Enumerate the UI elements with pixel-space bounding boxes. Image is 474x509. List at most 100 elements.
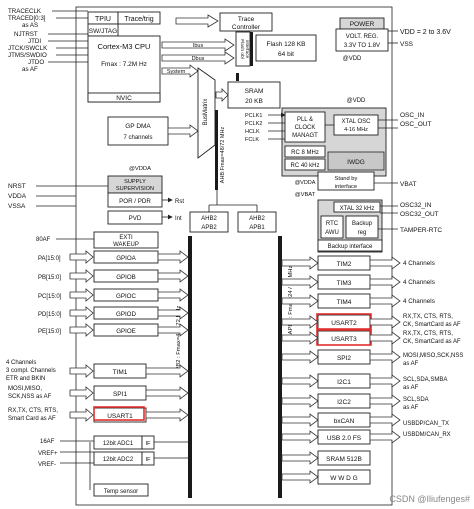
apb2-bus (188, 236, 192, 498)
traceclk-label: TRACECLK (8, 8, 42, 15)
pvd-block (107, 210, 163, 225)
ahb2apb1-l2: APB1 (249, 225, 265, 231)
cortex-block (87, 35, 161, 103)
sram512-label: SRAM 512B (326, 456, 362, 463)
bus-matrix-label: BusMatrix (203, 99, 209, 126)
gpiod-label: GPIOD (116, 311, 136, 318)
vref-minus-label: VREF- (38, 462, 56, 468)
usart3-label: USART3 (331, 336, 357, 343)
tim1-label: TIM1 (113, 369, 128, 376)
i2c1-sig-l1: SCL,SDA,SMBA (403, 377, 447, 383)
supply-l1: SUPPLY (124, 179, 146, 185)
apb1-bus (278, 236, 282, 498)
gpioe-label: GPIOE (116, 328, 136, 335)
rtc-awu-block (320, 215, 344, 239)
usb-label: USB 2.0 FS (327, 435, 362, 442)
ahb-bus-bar (215, 110, 218, 190)
pvd-label: PVD (129, 215, 142, 222)
pclk1-label: PCLK1 (245, 113, 262, 119)
adc2-label: 12bit ADC2 (103, 457, 134, 463)
tim4-channels: 4 Channels (403, 298, 435, 305)
cortex-label: Cortex-M3 CPU (98, 42, 151, 51)
tim3-label: TIM3 (337, 280, 352, 287)
pb-label: PB[15:0] (38, 275, 61, 281)
vdd-at-label: @VDD (347, 98, 366, 104)
gpio-pin-arrows (69, 250, 189, 337)
usart2-sig-l2: CK, SmartCard as AF (403, 322, 461, 328)
backup-if-label: Backup interface (328, 244, 373, 250)
volt-reg-l1: VOLT. REG. (346, 34, 379, 40)
iwdg-block (327, 151, 385, 171)
usart3-sig-l1: RX,TX, CTS, RTS, (403, 331, 453, 337)
i2c2-label: I2C2 (337, 399, 351, 406)
left-peripheral-arrows (69, 364, 189, 422)
jtck-label: JTCK/SWCLK (8, 45, 48, 52)
usart1-sig-l2: Smart Card as AF (8, 416, 56, 422)
ahb2apb2-l1: AHB2 (201, 216, 217, 222)
vbat-label: VBAT (400, 181, 417, 188)
gpioc-label: GPIOC (116, 293, 136, 300)
backup-reg-l1: Backup (352, 221, 373, 227)
rc8-label: RC 8 MHz (291, 150, 319, 156)
vdda-label-left: @VDDA (129, 166, 151, 172)
fclk-label: FCLK (245, 137, 259, 143)
backup-reg-block (345, 215, 379, 239)
pll-block (284, 111, 326, 143)
standby-l1: Stand by (335, 176, 358, 182)
flash-obl-l2: interface (244, 40, 250, 59)
vdda-sig: VDDA (8, 193, 27, 200)
tpiu-label: TPIU (95, 16, 111, 23)
trace-controller-block (219, 12, 273, 32)
i2c1-label: I2C1 (337, 379, 351, 386)
vdd-range: VDD = 2 to 3.6V (400, 29, 451, 36)
exti-l2: WAKEUP (113, 242, 139, 248)
flash-l2: 64 bit (278, 51, 294, 58)
spi1-sig-l2: SCK,NSS as AF (8, 394, 52, 400)
standby-l2: interface (335, 184, 357, 190)
spi1-label: SPI1 (113, 391, 127, 398)
flash-block (255, 34, 317, 62)
trace-controller-l1: Trace (238, 16, 255, 23)
usart1-highlight (93, 406, 145, 421)
osc-in-label: OSC_IN (400, 112, 425, 119)
backup-if-block (317, 239, 383, 252)
gpiob-label: GPIOB (116, 274, 136, 281)
pc-label: PC[15:0] (38, 294, 62, 300)
dbus-arrow (161, 51, 235, 65)
can-rx-label: USBDM/CAN_RX (403, 432, 451, 438)
hclk-label: HCLK (245, 129, 260, 135)
jtdi-label: JTDI (28, 38, 41, 45)
nvic-label: NVIC (116, 95, 132, 102)
bxcan-label: bxCAN (334, 418, 355, 425)
ibus-arrow (161, 38, 235, 52)
usart2-label: USART2 (331, 320, 357, 327)
awu-label: AWU (325, 230, 339, 236)
tim1-sig-l2: 3 compl. Channels (6, 368, 56, 374)
trace-trig-block (117, 11, 161, 25)
usart1-label: USART1 (107, 413, 133, 420)
gp-dma-l2: 7 channels (123, 135, 152, 141)
ahb2apb1-l1: AHB2 (249, 216, 265, 222)
vss-label: VSS (400, 41, 414, 48)
xtal32-label: XTAL 32 kHz (340, 206, 375, 212)
por-label: POR / PDR (119, 198, 151, 205)
spi1-sig-l1: MOSI,MISO, (8, 386, 42, 392)
rc8-block (284, 145, 326, 158)
pclk2-label: PCLK2 (245, 121, 262, 127)
ibus-label: Ibus (193, 43, 204, 49)
power-label: POWER (350, 21, 375, 28)
traced-label: TRACED[0:3] (8, 15, 46, 22)
pa-label: PA[15:0] (38, 256, 61, 262)
rst-label: Rst (175, 199, 184, 205)
cortex-fmax: Fmax : 7.2M Hz (101, 61, 147, 68)
dbus-label: Dbus (192, 56, 205, 62)
volt-reg-block (335, 28, 389, 52)
gp-dma-l1: GP DMA (125, 123, 151, 130)
i2c2-sig-l1: SCL,SDA (403, 397, 429, 403)
pll-l2: CLOCK (295, 125, 316, 131)
usart3-sig-l2: CK, SmartCard as AF (403, 339, 461, 345)
volt-reg-l2: 3.3V TO 1.8V (344, 43, 380, 49)
adc1-if (141, 435, 155, 450)
nrst-label: NRST (8, 183, 26, 190)
vdda-label-mid: @VDDA (295, 180, 316, 186)
